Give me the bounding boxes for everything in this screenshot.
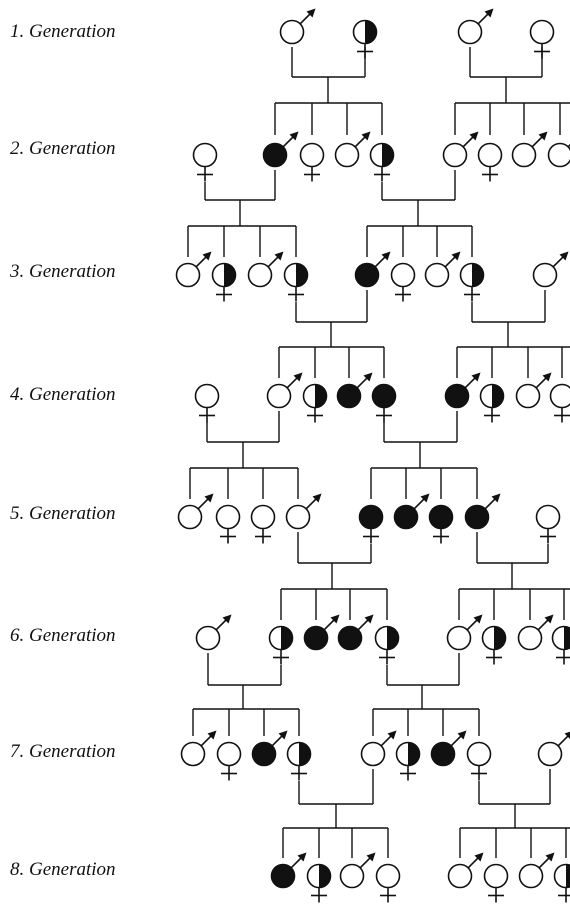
male-symbol-empty [195,614,232,651]
male-symbol-empty [446,614,483,651]
female-symbol-empty [390,262,416,302]
female-symbol-half [395,741,421,781]
female-symbol-empty [483,863,509,903]
male-symbol-full [303,614,340,651]
female-symbol-empty [375,863,401,903]
female-symbol-empty [549,383,570,423]
female-symbol-empty [194,383,220,423]
male-symbol-empty [180,730,217,767]
female-symbol-half [551,625,570,665]
female-symbol-half [481,625,507,665]
generation-label-3: 3. Generation [9,261,116,282]
generation-label-2: 2. Generation [10,138,116,159]
male-symbol-empty [457,8,494,45]
female-symbol-empty [529,19,555,59]
male-symbol-empty [442,131,479,168]
generation-labels: 1. Generation 2. Generation 3. Generatio… [9,21,116,880]
generation-label-1: 1. Generation [10,21,116,42]
male-symbol-empty [515,372,552,409]
female-symbol-empty [250,504,276,544]
male-symbol-empty [334,131,371,168]
male-symbol-empty [547,142,570,168]
male-symbol-full [337,614,374,651]
female-symbol-half [211,262,237,302]
male-symbol-empty [424,251,461,288]
male-symbol-full [444,372,481,409]
female-symbol-full [358,504,384,544]
male-symbol-empty [285,493,322,530]
male-symbol-full [262,131,299,168]
female-symbol-empty [216,741,242,781]
generation-label-8: 8. Generation [10,859,116,880]
generation-label-5: 5. Generation [10,503,116,524]
male-symbol-empty [266,372,303,409]
male-symbol-empty [339,852,376,889]
female-symbol-empty [535,504,561,544]
male-symbol-empty [447,852,484,889]
female-symbol-half [459,262,485,302]
female-symbol-full [428,504,454,544]
generation-label-4: 4. Generation [10,384,116,405]
female-symbol-empty [299,142,325,182]
male-symbol-full [464,493,501,530]
female-symbol-half [268,625,294,665]
female-symbol-half [352,19,378,59]
female-symbol-empty [477,142,503,182]
female-symbol-half [302,383,328,423]
pedigree-symbols [175,8,570,903]
female-symbol-empty [192,142,218,182]
male-symbol-empty [279,8,316,45]
male-symbol-empty [517,614,554,651]
generation-label-6: 6. Generation [10,625,116,646]
male-symbol-empty [360,730,397,767]
generation-label-7: 7. Generation [10,741,116,762]
male-symbol-full [393,493,430,530]
male-symbol-empty [537,731,570,767]
male-symbol-empty [532,251,569,288]
male-symbol-empty [177,493,214,530]
pedigree-lines [187,47,570,858]
female-symbol-half [479,383,505,423]
male-symbol-empty [518,852,555,889]
female-symbol-half [553,863,570,903]
female-symbol-empty [215,504,241,544]
female-symbol-full [371,383,397,423]
male-symbol-full [430,730,467,767]
female-symbol-empty [466,741,492,781]
male-symbol-full [270,852,307,889]
female-symbol-half [369,142,395,182]
male-symbol-full [354,251,391,288]
female-symbol-half [374,625,400,665]
male-symbol-empty [511,131,548,168]
male-symbol-full [336,372,373,409]
male-symbol-full [251,730,288,767]
female-symbol-half [306,863,332,903]
female-symbol-half [283,262,309,302]
male-symbol-empty [247,251,284,288]
female-symbol-half [286,741,312,781]
male-symbol-empty [175,251,212,288]
